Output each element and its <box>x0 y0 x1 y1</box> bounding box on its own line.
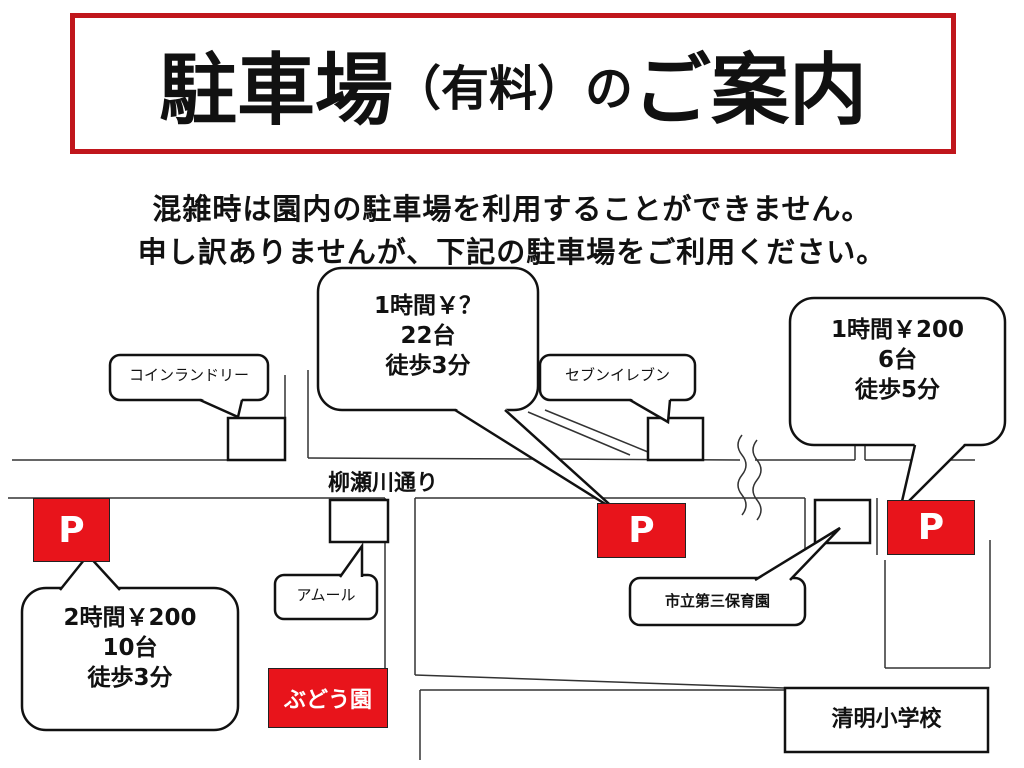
school-label: 清明小学校 <box>831 707 942 732</box>
seven-eleven-label: セブンイレブン <box>564 366 670 384</box>
title-part1: 駐車場 <box>158 45 393 136</box>
parking-rate: 1時間￥200 <box>830 317 964 343</box>
coin-laundry-label: コインランドリー <box>128 366 249 384</box>
parking-rate: 2時間￥200 <box>63 605 197 631</box>
parking-info-3: 1時間￥200 6台 徒歩5分 <box>790 316 1005 406</box>
nursery-building <box>813 498 872 545</box>
parking-walk: 徒歩3分 <box>385 352 471 379</box>
parking-marker-3[interactable]: P <box>887 500 975 555</box>
parking-spaces: 10台 <box>102 634 158 661</box>
parking-walk: 徒歩5分 <box>854 376 940 403</box>
budouen-label: ぶどう園 <box>268 668 388 728</box>
parking-info-2: 1時間￥？ 22台 徒歩3分 <box>318 292 538 382</box>
coin-laundry-building <box>226 416 287 462</box>
parking-rate: 1時間￥？ <box>373 293 482 319</box>
title-part3: ご案内 <box>633 45 868 136</box>
school-building <box>783 686 990 754</box>
seven-eleven-building <box>646 416 705 462</box>
amour-label: アムール <box>296 586 356 604</box>
parking-marker-2[interactable]: P <box>597 503 686 558</box>
speech-bubbles <box>20 266 1007 732</box>
street-label: 柳瀬川通り <box>328 471 439 496</box>
parking-spaces: 6台 <box>877 346 917 373</box>
amour-building <box>328 498 390 544</box>
nursery-label: 市立第三保育園 <box>664 592 770 610</box>
parking-walk: 徒歩3分 <box>87 664 173 691</box>
title-banner: 駐車場 （有料）の ご案内 <box>70 13 956 154</box>
parking-info-1: 2時間￥200 10台 徒歩3分 <box>22 604 238 694</box>
notice-line-1: 混雑時は園内の駐車場を利用することができません。 <box>152 192 872 226</box>
parking-spaces: 22台 <box>400 322 456 349</box>
title-part2: （有料）の <box>392 60 633 117</box>
parking-marker-1[interactable]: P <box>33 498 110 562</box>
notice-line-2: 申し訳ありませんが、下記の駐車場をご利用ください。 <box>137 235 887 269</box>
